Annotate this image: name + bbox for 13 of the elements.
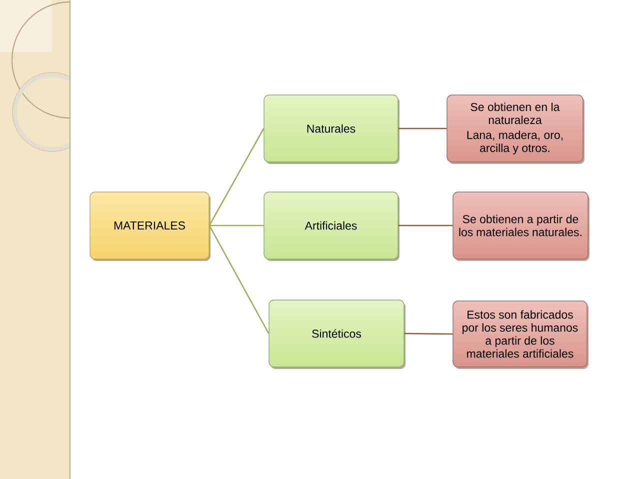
connector-line [209,224,264,226]
connector-line [208,225,270,334]
description-box: Se obtienen en la naturaleza Lana, madera, oro, arcilla y otros. [446,94,584,164]
topic-box: MATERIALES [90,192,210,261]
description-box: Se obtienen a partir de los materiales naturales. [452,192,590,261]
category-box: Naturales [264,94,400,164]
category-box: Sintéticos [268,300,406,369]
connector-line [404,332,453,335]
category-box: Artificiales [264,192,400,261]
connector-line [398,224,453,226]
connector-line [208,128,264,226]
description-box: Estos son fabricados por los seres humanos a partir de los materiales artificiales [452,300,588,369]
connector-line [398,128,447,130]
